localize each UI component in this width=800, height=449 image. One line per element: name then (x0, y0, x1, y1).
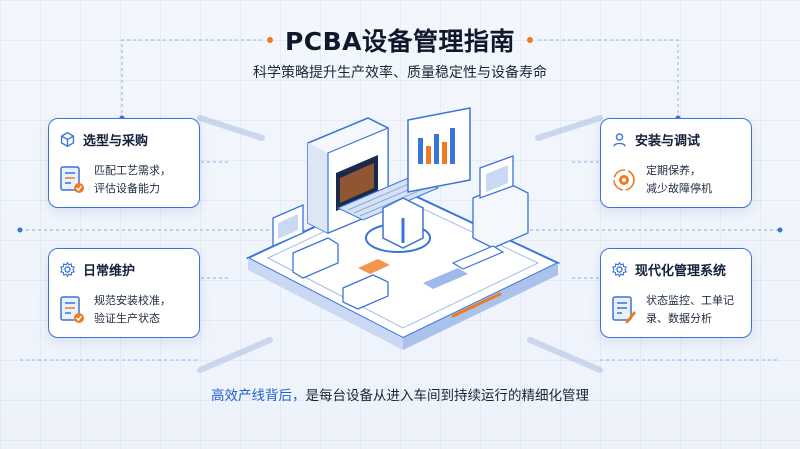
document-check-icon (60, 296, 84, 323)
document-pen-icon (612, 296, 636, 324)
card-selection-desc-2: 评估设备能力 (94, 182, 160, 195)
gear-icon (60, 261, 75, 277)
page-title: PCBA设备管理指南 (284, 27, 516, 56)
card-selection-desc-1: 匹配工艺需求， (94, 164, 171, 177)
card-modern-desc-2: 录、数据分析 (646, 312, 712, 325)
footer-statement: 高效产线背后，是每台设备从进入车间到持续运行的精细化管理 (0, 384, 800, 404)
card-selection: 选型与采购 匹配工艺需求， 评估设备能力 (48, 118, 200, 208)
card-install-desc-2: 减少故障停机 (646, 182, 712, 195)
title-dot-left (266, 37, 273, 43)
gear-cycle-icon (613, 169, 635, 191)
card-install: 安装与调试 定期保养， 减少故障停机 (600, 118, 752, 208)
page-subtitle: 科学策略提升生产效率、质量稳定性与设备寿命 (253, 65, 547, 81)
card-modern-title: 现代化管理系统 (635, 263, 727, 279)
title-block: PCBA设备管理指南 (0, 22, 800, 58)
card-maintenance-title: 日常维护 (83, 263, 136, 279)
card-maintenance-desc-1: 规范安装校准， (94, 294, 171, 307)
document-check-icon (60, 166, 84, 193)
cube-icon (60, 131, 75, 147)
card-modern: 现代化管理系统 状态监控、工单记 录、数据分析 (600, 248, 752, 338)
user-icon (613, 132, 626, 147)
card-modern-desc-1: 状态监控、工单记 (646, 294, 734, 307)
footer-highlight: 高效产线背后， (211, 388, 306, 404)
gear-icon (612, 261, 627, 277)
card-install-desc-1: 定期保养， (646, 164, 701, 177)
card-maintenance-desc-2: 验证生产状态 (94, 312, 160, 325)
title-dot-right (527, 37, 534, 43)
footer-rest: 是每台设备从进入车间到持续运行的精细化管理 (305, 388, 590, 404)
pcba-factory-illustration (245, 107, 561, 350)
card-maintenance: 日常维护 规范安装校准， 验证生产状态 (48, 248, 200, 338)
card-install-title: 安装与调试 (635, 133, 701, 149)
card-selection-title: 选型与采购 (83, 133, 149, 149)
